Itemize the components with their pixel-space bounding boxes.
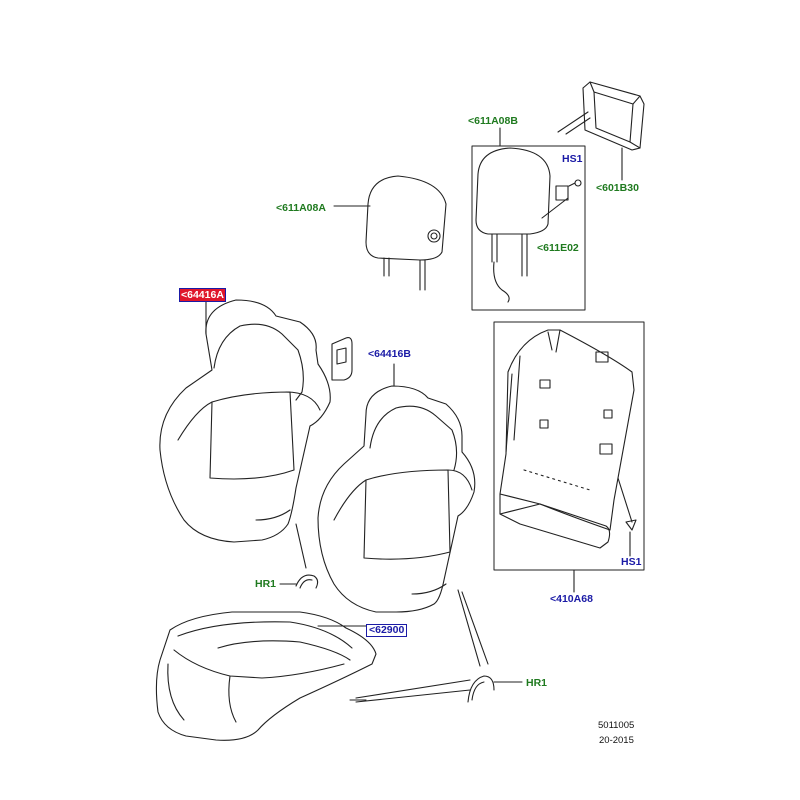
label-611E02[interactable]: <611E02 xyxy=(537,242,579,254)
label-hs1-top[interactable]: HS1 xyxy=(562,153,583,165)
label-64416A-highlighted[interactable]: <64416A xyxy=(179,288,226,302)
label-611A08A[interactable]: <611A08A xyxy=(276,202,326,214)
seat-back-panel-box xyxy=(493,321,645,593)
headrest-assembly-box xyxy=(471,127,586,311)
label-410A68[interactable]: <410A68 xyxy=(550,593,593,605)
label-601B30[interactable]: <601B30 xyxy=(596,182,639,194)
headrest-bracket-part xyxy=(557,81,645,181)
seat-cushion-cover xyxy=(155,611,471,741)
label-hr1-left[interactable]: HR1 xyxy=(255,578,277,590)
reference-date: 20-2015 xyxy=(599,735,634,746)
seat-back-cover-left xyxy=(159,299,353,589)
label-62900[interactable]: <62900 xyxy=(366,624,408,637)
headrest-left-part xyxy=(333,175,447,291)
label-hr1-right[interactable]: HR1 xyxy=(526,677,548,689)
label-611A08B[interactable]: <611A08B xyxy=(468,115,518,127)
label-64416B[interactable]: <64416B xyxy=(368,348,411,360)
reference-number: 5011005 xyxy=(598,720,635,731)
label-hs1-right[interactable]: HS1 xyxy=(621,556,642,568)
seat-back-cover-center xyxy=(317,363,523,703)
